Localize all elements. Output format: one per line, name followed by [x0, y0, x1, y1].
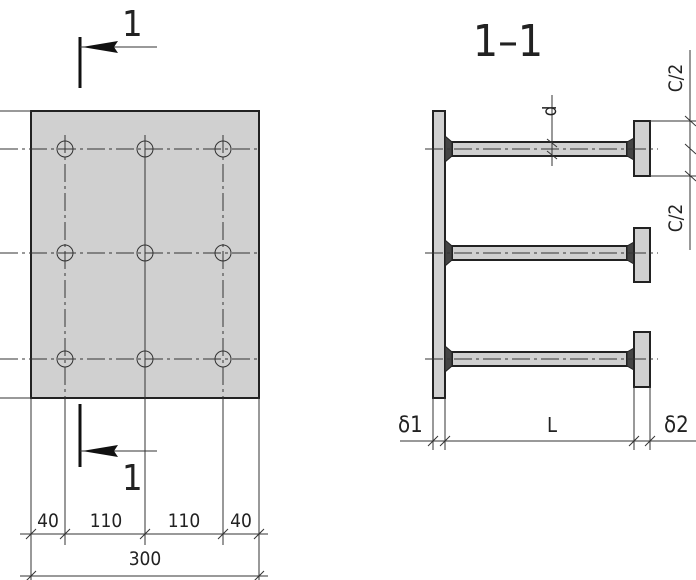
section-mark-top: 1 [78, 4, 157, 88]
section-view: 1–1 [398, 16, 696, 450]
rod [425, 331, 658, 388]
grid-centerlines [0, 110, 259, 399]
section-mark-bottom: 1 [78, 404, 157, 499]
hole [56, 244, 74, 262]
hole [136, 350, 154, 368]
hole [56, 350, 74, 368]
rod [425, 120, 658, 177]
rod [425, 227, 658, 283]
anchor-holes [56, 140, 232, 368]
dimension-label: 40 [37, 510, 59, 532]
section-number: 1 [122, 4, 143, 45]
left-plate [432, 110, 446, 399]
anchor-rods [425, 120, 658, 388]
dimension-label: 110 [168, 510, 201, 532]
hole [136, 140, 154, 158]
delta1-label: δ1 [398, 413, 423, 438]
dimension-total: 300 [129, 548, 162, 570]
hole [136, 244, 154, 262]
plan-dimensions: 40 110 110 40 300 [20, 398, 268, 580]
section-number: 1 [122, 458, 143, 499]
hole [56, 140, 74, 158]
hole [214, 244, 232, 262]
delta2-label: δ2 [664, 413, 689, 438]
section-dimensions: δ1 L δ2 [398, 387, 696, 450]
plan-view: 1 1 40 110 110 40 3 [0, 4, 268, 580]
dimension-label: 40 [230, 510, 252, 532]
length-label: L [547, 413, 557, 437]
c-half-label: C/2 [665, 204, 687, 233]
c-half-label: C/2 [665, 64, 687, 93]
hole [214, 350, 232, 368]
diameter-label: d [539, 106, 561, 117]
hole [214, 140, 232, 158]
dimension-label: 110 [90, 510, 123, 532]
section-title: 1–1 [473, 16, 543, 67]
